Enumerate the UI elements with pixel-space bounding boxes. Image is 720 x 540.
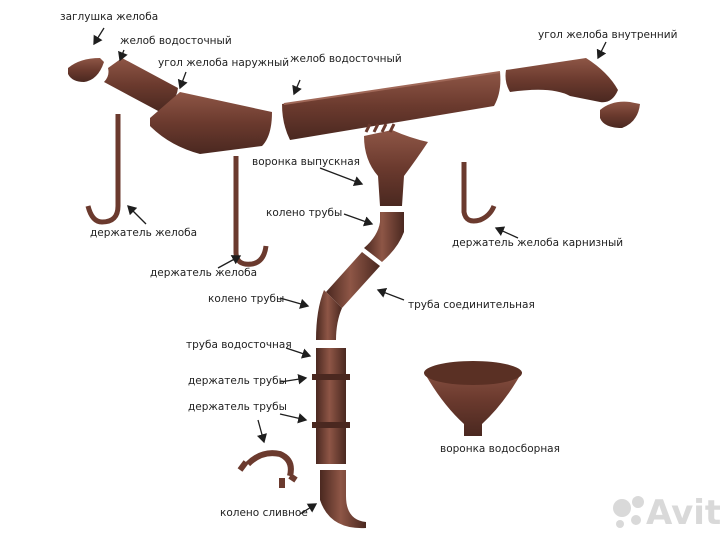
label-gutter-2: желоб водосточный bbox=[290, 53, 402, 65]
label-pipe-holder-1: держатель трубы bbox=[188, 375, 287, 387]
end-cap-right-part bbox=[600, 101, 640, 128]
label-bracket-1: держатель желоба bbox=[90, 227, 197, 239]
outer-corner-part bbox=[150, 92, 272, 154]
label-gutter-1: желоб водосточный bbox=[120, 35, 232, 47]
fascia-bracket-part bbox=[461, 162, 497, 224]
pipe-elbow-2-part bbox=[316, 290, 342, 340]
gutter-bracket-2-part bbox=[233, 156, 269, 267]
pipe-holder-band-1 bbox=[312, 374, 350, 380]
inner-corner-part bbox=[505, 58, 618, 103]
label-outlet-funnel: воронка выпускная bbox=[252, 156, 360, 168]
watermark-text: Avito bbox=[646, 493, 720, 533]
label-connecting-pipe: труба соединительная bbox=[408, 299, 535, 311]
avito-dots-icon bbox=[613, 496, 644, 528]
gutter-segment-1-part bbox=[104, 58, 178, 112]
label-drain-elbow: колено сливное bbox=[220, 507, 308, 519]
label-outer-corner: угол желоба наружный bbox=[158, 57, 289, 69]
end-cap-left-part bbox=[68, 58, 104, 82]
downpipe-part bbox=[316, 348, 346, 464]
gutter-bracket-1-part bbox=[85, 114, 121, 225]
label-collection-funnel: воронка водосборная bbox=[440, 443, 560, 455]
label-elbow-pipe-2: колено трубы bbox=[208, 293, 284, 305]
label-end-cap: заглушка желоба bbox=[60, 11, 158, 23]
label-bracket-2: держатель желоба bbox=[150, 267, 257, 279]
pipe-elbow-1-part bbox=[364, 212, 404, 262]
connecting-pipe-part bbox=[326, 252, 380, 308]
outlet-funnel-part bbox=[364, 130, 428, 206]
label-pipe-holder-2: держатель трубы bbox=[188, 401, 287, 413]
pipe-holder-band-2 bbox=[312, 422, 350, 428]
loose-pipe-clamp-part bbox=[237, 450, 298, 488]
drain-elbow-part bbox=[320, 470, 366, 529]
gutter-segment-2-part bbox=[282, 72, 501, 140]
label-downpipe: труба водосточная bbox=[186, 339, 292, 351]
label-fascia-bracket: держатель желоба карнизный bbox=[452, 237, 623, 249]
label-inner-corner: угол желоба внутренний bbox=[538, 29, 677, 41]
label-elbow-pipe-1: колено трубы bbox=[266, 207, 342, 219]
